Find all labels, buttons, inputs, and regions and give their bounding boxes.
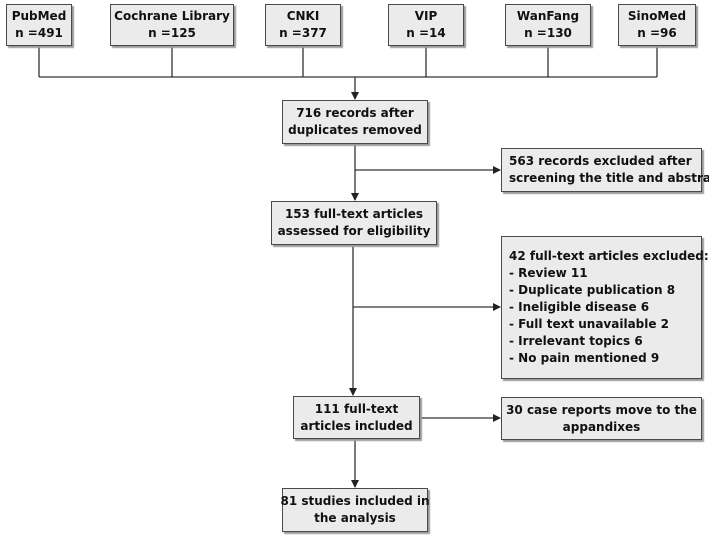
exclusion-reason-list: - Review 11 - Duplicate publication 8 - …	[509, 265, 701, 367]
source-count: n =130	[524, 26, 572, 40]
exclusion-reason: - No pain mentioned 9	[509, 351, 660, 365]
box-line: 716 records after	[296, 106, 414, 120]
source-name: WanFang	[516, 9, 580, 23]
source-name: SinoMed	[627, 9, 687, 23]
source-count: n =14	[406, 26, 446, 40]
studies-included-box: 81 studies included in the analysis	[280, 488, 430, 532]
box-line: appandixes	[562, 419, 641, 434]
box-line: assessed for eligibility	[277, 224, 431, 238]
source-box-vip: VIP n =14	[388, 4, 464, 46]
source-count: n =491	[15, 26, 63, 40]
box-line: articles included	[300, 418, 413, 433]
dedup-records-box: 716 records after duplicates removed	[282, 100, 428, 144]
source-box-sinomed: SinoMed n =96	[618, 4, 696, 46]
excluded-fulltext-box: 42 full-text articles excluded: - Review…	[501, 236, 709, 379]
box-line: 153 full-text articles	[284, 207, 424, 221]
source-name: PubMed	[11, 9, 67, 23]
source-name: VIP	[414, 9, 438, 23]
box-line: 81 studies included in	[280, 494, 430, 508]
source-box-wanfang: WanFang n =130	[505, 4, 591, 46]
box-line: 563 records excluded after	[509, 154, 692, 168]
exclusion-reason: - Review 11	[509, 266, 588, 280]
source-count: n =96	[637, 26, 677, 40]
source-box-cnki: CNKI n =377	[265, 4, 341, 46]
source-count: n =377	[279, 26, 327, 40]
excluded-screening-box: 563 records excluded after screening the…	[501, 148, 709, 192]
box-line: duplicates removed	[288, 123, 422, 137]
exclusion-reason: - Duplicate publication 8	[509, 283, 676, 297]
box-line: the analysis	[314, 511, 396, 525]
exclusion-title: 42 full-text articles excluded:	[509, 249, 709, 263]
exclusion-reason: - Full text unavailable 2	[509, 317, 670, 331]
box-line: 111 full-text	[314, 401, 399, 416]
source-count: n =125	[148, 26, 196, 40]
source-name: Cochrane Library	[114, 9, 230, 23]
fulltext-assessed-box: 153 full-text articles assessed for elig…	[271, 201, 437, 245]
box-line: screening the title and abstract	[509, 171, 709, 185]
source-box-cochrane-library: Cochrane Library n =125	[110, 4, 234, 46]
source-name: CNKI	[286, 9, 320, 23]
exclusion-reason: - Ineligible disease 6	[509, 300, 650, 314]
included-articles-box: 111 full-text articles included	[293, 396, 420, 439]
box-line: 30 case reports move to the	[506, 402, 697, 417]
exclusion-reason: - Irrelevant topics 6	[509, 334, 643, 348]
case-reports-box: 30 case reports move to the appandixes	[501, 397, 702, 440]
source-box-pubmed: PubMed n =491	[6, 4, 72, 46]
